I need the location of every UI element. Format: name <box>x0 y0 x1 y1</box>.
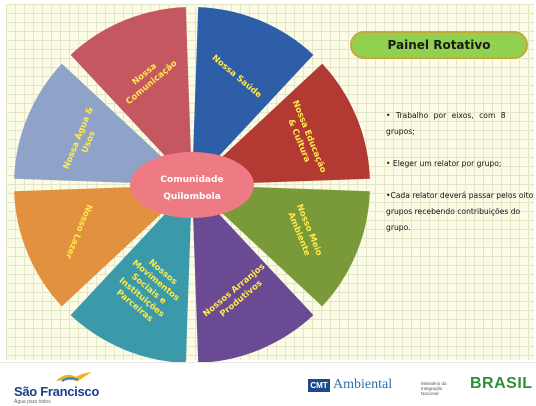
wheel-segment <box>70 7 192 178</box>
sao-francisco-logo: São Francisco Água para todos <box>14 369 134 405</box>
bullet-item: • Trabalho por eixos, com 8 grupos; <box>386 111 506 136</box>
cmt-ambiental-logo: CMT Ambiental <box>308 377 403 397</box>
wheel-segment <box>14 63 185 185</box>
wheel-segment <box>14 185 185 307</box>
bullet-item: • Eleger um relator por grupo; <box>386 159 502 168</box>
cmt-ambiental-text: Ambiental <box>333 377 393 392</box>
sao-francisco-text: São Francisco <box>14 384 99 399</box>
ministry-logo: Ministério da Integração Nacional <box>421 381 447 396</box>
center-label-line1: Comunidade <box>160 175 223 185</box>
wheel-segment <box>192 7 314 178</box>
brasil-logo: BRASIL <box>470 375 533 392</box>
wheel-segment <box>199 63 370 185</box>
center-ellipse <box>130 152 254 218</box>
bullet-list: • Trabalho por eixos, com 8 grupos; • El… <box>386 108 534 252</box>
cmt-badge: CMT <box>308 379 330 392</box>
sao-francisco-subtitle: Água para todos <box>14 399 51 405</box>
bird-icon <box>56 372 92 382</box>
bullet-item: •Cada relator deverá passar pelos oito g… <box>386 191 534 232</box>
center-label-line2: Quilombola <box>163 192 221 202</box>
panel-title: Painel Rotativo <box>350 31 528 59</box>
footer: São Francisco Água para todos CMT Ambien… <box>0 362 536 406</box>
wheel-segment <box>70 192 192 363</box>
wheel-segment <box>192 192 314 363</box>
wheel-segment <box>199 185 370 307</box>
